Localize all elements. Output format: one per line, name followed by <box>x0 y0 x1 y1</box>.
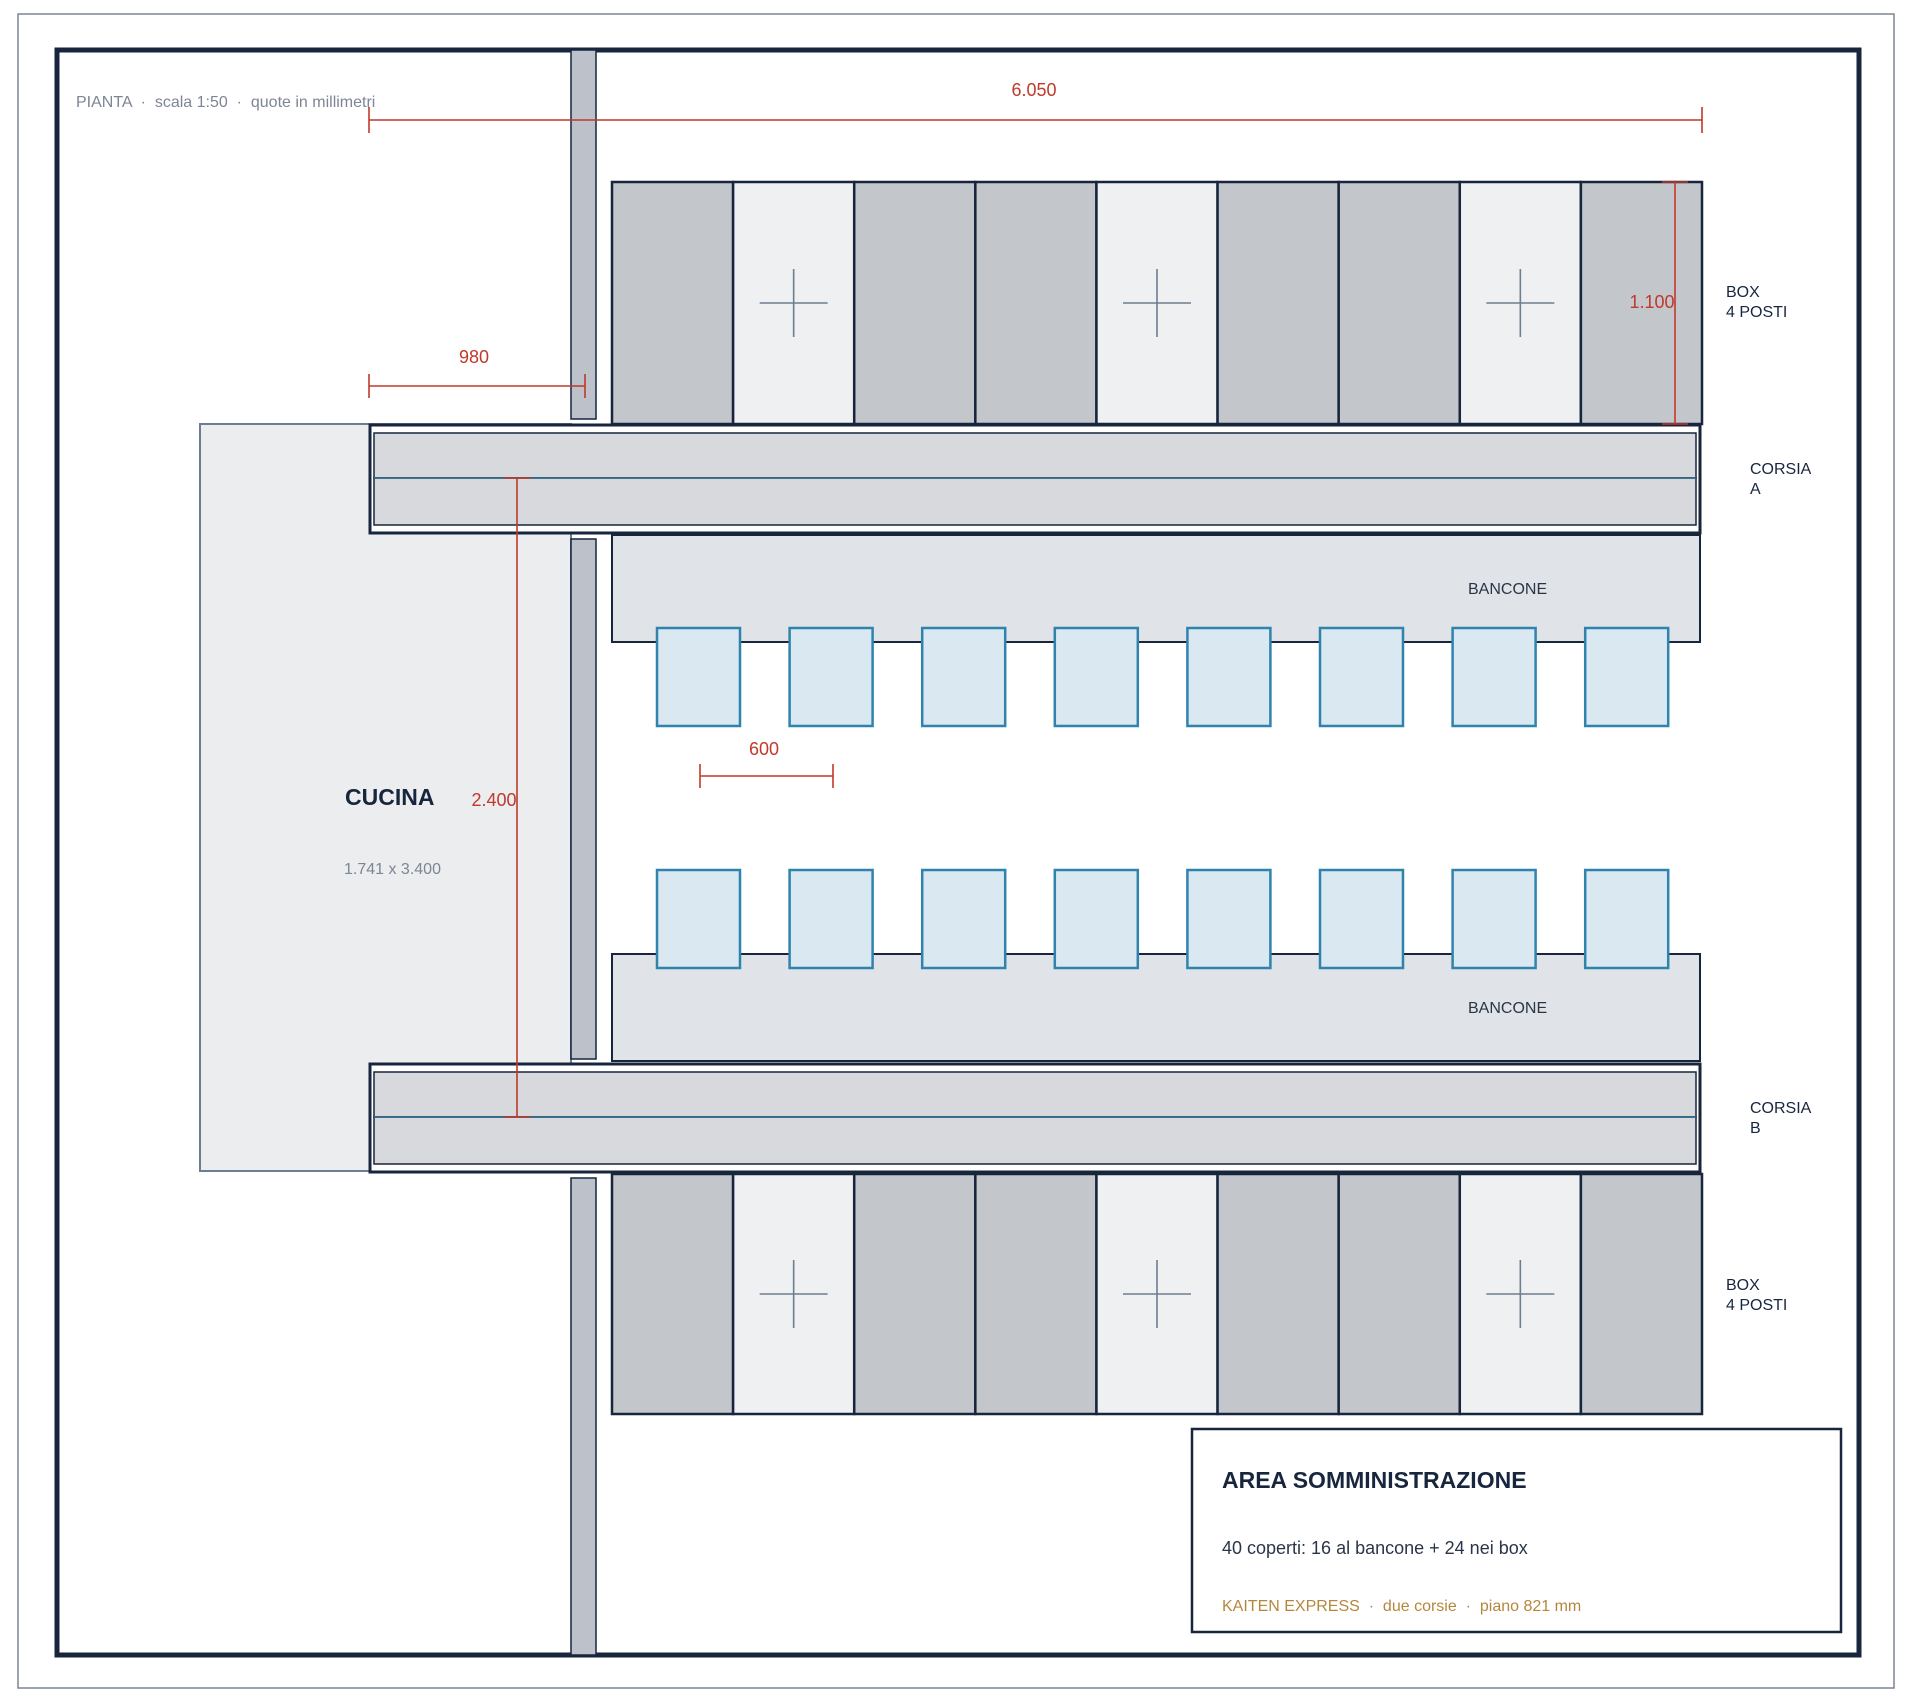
box-table-bottom <box>1095 1172 1219 1416</box>
belt-a-lane-upper <box>373 432 1697 479</box>
stool-bottom <box>655 868 742 970</box>
belt-b-lane-lower <box>373 1116 1697 1165</box>
box-bench-top <box>852 180 977 426</box>
box-bench-bottom <box>852 1172 977 1416</box>
box-bench-bottom <box>974 1172 1098 1416</box>
box-bench-top <box>1216 180 1340 426</box>
stool-top <box>1583 626 1670 728</box>
stool-top <box>1318 626 1405 728</box>
box-bottom-label-line2: 4 POSTI <box>1726 1297 1787 1314</box>
plan-header: PIANTA · scala 1:50 · quote in millimetr… <box>76 94 375 111</box>
stool-bottom <box>1053 868 1140 970</box>
stool-bottom <box>1451 868 1537 970</box>
wall-segment-top <box>570 49 597 420</box>
box-bench-bottom <box>1216 1172 1340 1416</box>
stool-bottom <box>1583 868 1670 970</box>
belt-a-lane-lower <box>373 477 1697 526</box>
stool-top <box>920 626 1007 728</box>
stool-bottom <box>1186 868 1272 970</box>
stools-top <box>655 626 1670 728</box>
stool-bottom <box>788 868 874 970</box>
belt-b-lane-upper <box>373 1071 1697 1118</box>
kitchen-title: CUCINA <box>345 784 434 810</box>
stool-top <box>1053 626 1140 728</box>
counter-top-label: BANCONE <box>1468 581 1547 598</box>
belt-corsia-b <box>368 1062 1702 1174</box>
counter-bottom <box>611 953 1701 1062</box>
corsia-a-label-line1: CORSIA <box>1750 461 1812 478</box>
dim-stool-pitch-text: 600 <box>749 739 779 759</box>
box-bench-top <box>1579 180 1704 426</box>
stool-top <box>788 626 874 728</box>
box-bench-bottom <box>1579 1172 1704 1416</box>
dimension-lines <box>368 107 1703 1118</box>
box-bench-top <box>974 180 1098 426</box>
dim-belt-spacing-text: 2.400 <box>471 790 516 810</box>
dim-box-depth-text: 1.100 <box>1629 292 1674 312</box>
belt-corsia-a <box>368 423 1702 535</box>
corsia-b-label-line1: CORSIA <box>1750 1100 1812 1117</box>
box-bench-bottom <box>610 1172 735 1416</box>
box-top-label-line2: 4 POSTI <box>1726 304 1787 321</box>
stool-top <box>1451 626 1537 728</box>
info-box-footer: KAITEN EXPRESS · due corsie · piano 821 … <box>1222 1598 1581 1615</box>
wall-segment-bottom <box>570 1177 597 1656</box>
stool-top <box>1186 626 1272 728</box>
stool-bottom <box>920 868 1007 970</box>
box-bottom-label-line1: BOX <box>1726 1277 1760 1294</box>
info-box-covers: 40 coperti: 16 al bancone + 24 nei box <box>1222 1538 1528 1558</box>
box-bench-bottom <box>1337 1172 1462 1416</box>
counter-bottom-label: BANCONE <box>1468 1000 1547 1017</box>
info-box-title: AREA SOMMINISTRAZIONE <box>1222 1467 1527 1493</box>
counter-top <box>611 534 1701 643</box>
partition-wall <box>570 49 597 1656</box>
box-row-bottom <box>610 1172 1704 1416</box>
info-box: AREA SOMMINISTRAZIONE 40 coperti: 16 al … <box>1190 1427 1843 1634</box>
dim-wall-offset-text: 980 <box>459 347 489 367</box>
wall-segment-middle <box>570 538 597 1060</box>
info-box-frame <box>1190 1427 1843 1634</box>
stools-bottom <box>655 868 1670 970</box>
stool-top <box>655 626 742 728</box>
kitchen-size: 1.741 x 3.400 <box>344 861 441 878</box>
corsia-b-label-line2: B <box>1750 1120 1761 1137</box>
corsia-a-label-line2: A <box>1750 481 1761 498</box>
box-bench-top <box>610 180 735 426</box>
dim-total-length-text: 6.050 <box>1011 80 1056 100</box>
stool-bottom <box>1318 868 1405 970</box>
box-bench-top <box>1337 180 1462 426</box>
box-row-top <box>610 180 1704 426</box>
box-top-label-line1: BOX <box>1726 284 1760 301</box>
